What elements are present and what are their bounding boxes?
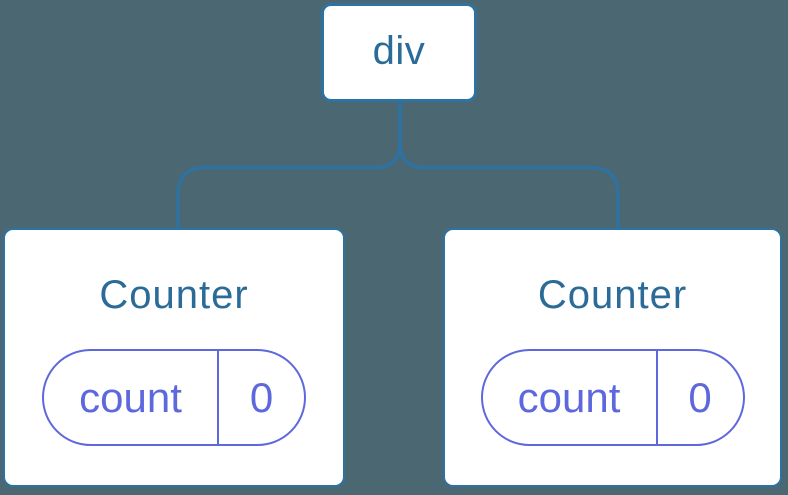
pill-divider (655, 351, 658, 444)
component-title: Counter (537, 273, 688, 317)
edge-root-to-left-counter (176, 98, 402, 231)
state-pill: count 0 (480, 349, 745, 446)
tree-node-root: div (321, 3, 477, 102)
tree-node-counter-right: Counter count 0 (443, 228, 782, 487)
tree-node-counter-left: Counter count 0 (3, 228, 345, 487)
state-value: 0 (688, 373, 712, 421)
edge-root-to-right-counter (398, 98, 620, 231)
state-key: count (79, 373, 182, 421)
state-key: count (517, 373, 621, 421)
state-value: 0 (249, 373, 274, 421)
state-pill: count 0 (42, 349, 306, 446)
component-title: Counter (99, 273, 249, 317)
pill-divider (217, 351, 219, 444)
root-node-label: div (372, 28, 426, 73)
